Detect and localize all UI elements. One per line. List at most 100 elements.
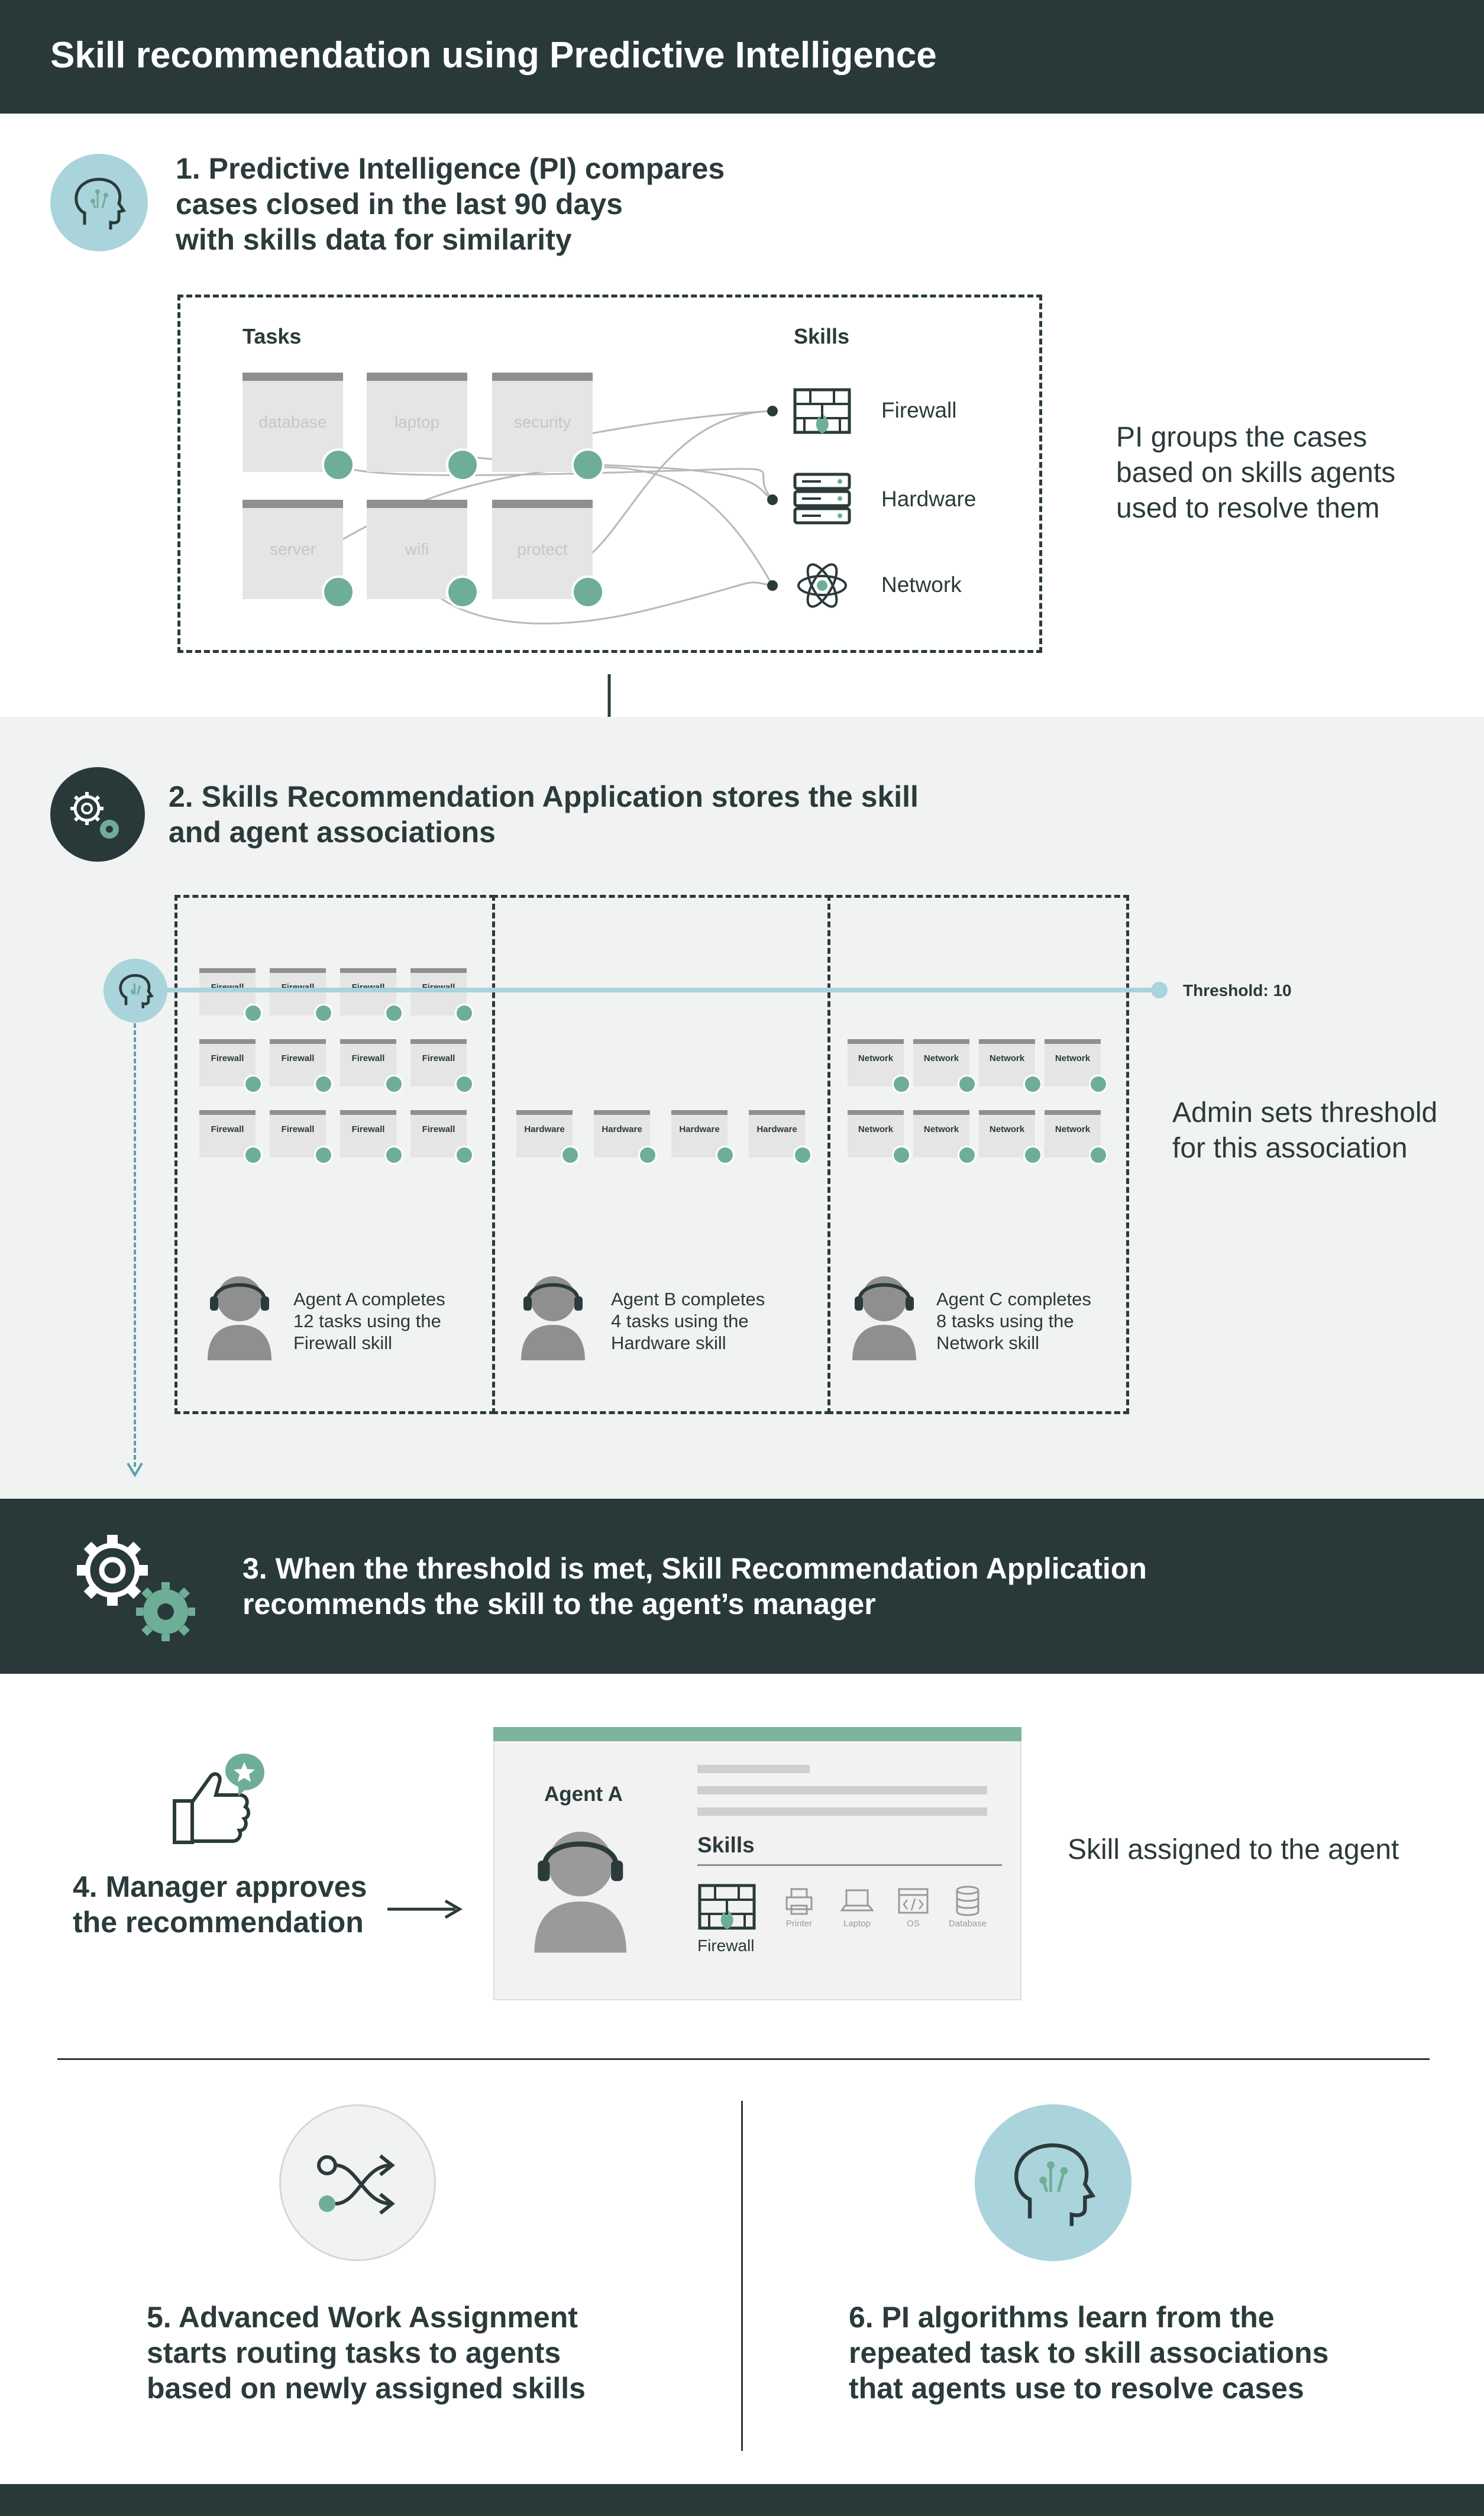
check-icon: [322, 575, 355, 609]
pi-head-icon-step1: [50, 154, 148, 251]
profile-skills-divider: [697, 1864, 1002, 1866]
agent-avatar-icon: [208, 1276, 271, 1360]
task-card-label: server: [270, 540, 316, 558]
check-icon: [314, 1075, 333, 1094]
task-card-small-label: Network: [1055, 1053, 1091, 1063]
task-card-label: protect: [517, 540, 568, 558]
profile-placeholder-line: [697, 1786, 987, 1794]
task-card-small-label: Network: [1055, 1124, 1091, 1134]
step5-line: starts routing tasks to agents: [147, 2336, 561, 2369]
agent-line: Agent B completes: [611, 1289, 765, 1309]
step6-text: 6. PI algorithms learn from the repeated…: [849, 2300, 1328, 2406]
agent-line: Hardware skill: [611, 1333, 726, 1353]
task-card-small-label: Firewall: [281, 1053, 315, 1063]
thumbs-up-star-icon: [173, 1754, 264, 1844]
profile-avatar-icon: [534, 1831, 627, 1953]
step1-side-note: PI groups the cases based on skills agen…: [1116, 420, 1395, 526]
check-icon: [446, 575, 479, 609]
task-card-small: Hardware: [594, 1110, 657, 1165]
check-icon: [1089, 1075, 1108, 1094]
task-card-small-label: Firewall: [351, 1124, 385, 1134]
side-note-line: used to resolve them: [1116, 493, 1380, 524]
task-card-small-label: Network: [989, 1053, 1025, 1063]
task-card: security: [492, 373, 604, 481]
step1-text: 1. Predictive Intelligence (PI) compares…: [176, 151, 725, 257]
page-title: Skill recommendation using Predictive In…: [50, 35, 937, 76]
step1-line: 1. Predictive Intelligence (PI) compares: [176, 152, 725, 185]
task-card-small: Network: [913, 1110, 977, 1165]
hardware-server-icon: [793, 473, 851, 525]
side-note-line: Admin sets threshold: [1172, 1097, 1438, 1128]
firewall-icon: [698, 1884, 756, 1930]
check-icon: [1089, 1146, 1108, 1165]
check-icon: [1023, 1146, 1042, 1165]
check-icon: [314, 1004, 333, 1023]
tasks-label: Tasks: [243, 324, 302, 348]
check-icon: [455, 1004, 474, 1023]
step6-line: repeated task to skill associations: [849, 2336, 1329, 2369]
profile-placeholder-line: [697, 1765, 810, 1773]
check-icon: [244, 1004, 263, 1023]
task-card-small: Network: [913, 1039, 977, 1094]
check-icon: [638, 1146, 657, 1165]
step5-line: 5. Advanced Work Assignment: [147, 2301, 578, 2334]
profile-skill-label: Laptop: [843, 1919, 871, 1929]
check-icon: [571, 575, 604, 609]
check-icon: [384, 1075, 403, 1094]
check-icon: [716, 1146, 735, 1165]
task-card-small-label: Firewall: [211, 1124, 244, 1134]
task-card-small-label: Firewall: [281, 1124, 315, 1134]
task-card-small-label: Network: [923, 1124, 959, 1134]
check-icon: [244, 1146, 263, 1165]
header-bar: [0, 0, 1484, 114]
check-icon: [892, 1075, 911, 1094]
task-card-small-label: Hardware: [756, 1124, 797, 1134]
task-card: laptop: [367, 373, 479, 481]
side-note-line: PI groups the cases: [1116, 422, 1367, 453]
agent-b-text: Agent B completes 4 tasks using the Hard…: [611, 1288, 765, 1354]
dashed-connector: [134, 1023, 136, 1467]
step5-text: 5. Advanced Work Assignment starts routi…: [147, 2300, 586, 2406]
task-card-small: Network: [979, 1039, 1042, 1094]
pi-head-icon-step6: [975, 2104, 1131, 2261]
step3-text: 3. When the threshold is met, Skill Reco…: [243, 1551, 1147, 1622]
step4-line: the recommendation: [73, 1906, 364, 1939]
task-card-small: Firewall: [199, 1110, 263, 1165]
agent-avatar-icon: [521, 1276, 585, 1360]
step4-text: 4. Manager approves the recommendation: [73, 1869, 367, 1940]
agent-line: Network skill: [936, 1333, 1039, 1353]
agent-a-text: Agent A completes 12 tasks using the Fir…: [293, 1288, 445, 1354]
check-icon: [1023, 1075, 1042, 1094]
agent-avatar-icon: [852, 1276, 916, 1360]
agent-line: 8 tasks using the: [936, 1311, 1074, 1331]
check-icon: [446, 448, 479, 481]
step1-line: with skills data for similarity: [176, 223, 572, 256]
task-card-label: laptop: [394, 413, 440, 431]
check-icon: [244, 1075, 263, 1094]
task-card-small-label: Network: [858, 1124, 894, 1134]
side-note-line: based on skills agents: [1116, 457, 1396, 489]
profile-placeholder-line: [697, 1807, 987, 1816]
agent-line: 4 tasks using the: [611, 1311, 749, 1331]
network-atom-icon: [797, 563, 847, 608]
profile-card-top-bar: [493, 1727, 1021, 1741]
task-card-label: database: [258, 413, 327, 431]
check-icon: [571, 448, 604, 481]
gear-icon-step2: [50, 767, 145, 862]
task-card-small-label: Network: [989, 1124, 1025, 1134]
agent-profile-card: Agent A Skills Firewall Printer Laptop O…: [493, 1727, 1021, 2000]
agent-a-column: [174, 895, 495, 1414]
step2-text: 2. Skills Recommendation Application sto…: [169, 779, 919, 850]
profile-agent-name: Agent A: [544, 1783, 623, 1806]
step1-line: cases closed in the last 90 days: [176, 187, 623, 221]
task-card-small: Hardware: [671, 1110, 735, 1165]
profile-skill-label: Printer: [785, 1919, 813, 1929]
task-card: server: [243, 500, 355, 609]
task-card-small: Firewall: [270, 1110, 333, 1165]
skill-label-network: Network: [881, 573, 962, 597]
footer-bar: [0, 2484, 1484, 2516]
task-card-small: Hardware: [516, 1110, 580, 1165]
agent-c-column: [827, 895, 1129, 1414]
step3-line: recommends the skill to the agent’s mana…: [243, 1587, 876, 1621]
task-card-small: Firewall: [340, 1039, 403, 1094]
